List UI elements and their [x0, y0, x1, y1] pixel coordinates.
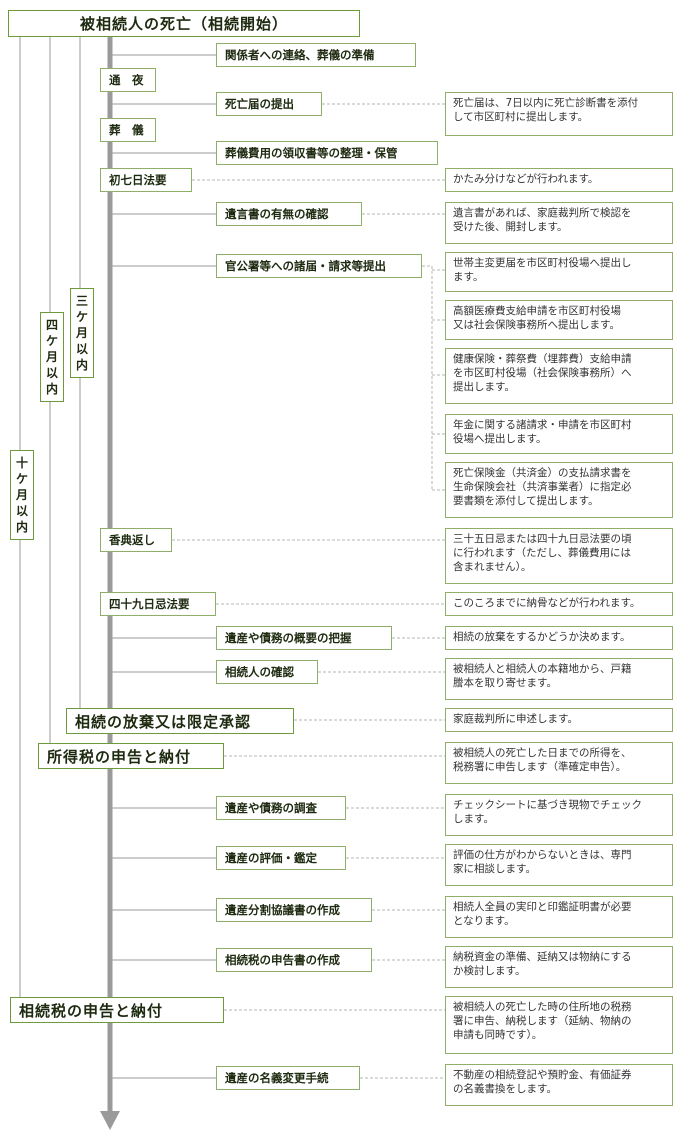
note-death-notice: 死亡届は、7日以内に死亡診断書を添付 して市区町村に提出します。 — [445, 92, 673, 136]
step-title-transfer: 遺産の名義変更手続 — [216, 1066, 360, 1090]
period-3-months: 三ケ月以内 — [70, 288, 94, 378]
step-renunciation: 相続の放棄又は限定承認 — [66, 708, 294, 734]
death-start-title: 被相続人の死亡（相続開始） — [8, 10, 360, 37]
step-assets-survey: 遺産や債務の調査 — [216, 796, 346, 820]
step-heirs-confirm: 相続人の確認 — [216, 660, 318, 684]
note-tax-return-prep: 納税資金の準備、延納又は物納にする か検討します。 — [445, 946, 673, 988]
note-seventh-day: かたみ分けなどが行われます。 — [445, 168, 673, 192]
note-filing-medical: 高額医療費支給申請を市区町村役場 又は社会保険事務所へ提出します。 — [445, 300, 673, 340]
timeline-arrow-head — [100, 1111, 120, 1130]
step-division-agreement: 遺産分割協議書の作成 — [216, 898, 372, 922]
note-assets-survey: チェックシートに基づき現物でチェック します。 — [445, 794, 673, 836]
period-10-months: 十ケ月以内 — [10, 450, 34, 540]
note-appraisal: 評価の仕方がわからないときは、専門 家に相談します。 — [445, 844, 673, 886]
note-title-transfer: 不動産の相続登記や預貯金、有価証券 の名義書換をします。 — [445, 1064, 673, 1106]
note-inheritance-tax: 被相続人の死亡した時の住所地の税務 署に申告、納税します（延納、物納の 申請も同… — [445, 996, 673, 1054]
step-seventh-day: 初七日法要 — [100, 168, 192, 192]
step-death-notice: 死亡届の提出 — [216, 92, 322, 116]
note-will-check: 遺言書があれば、家庭裁判所で検認を 受けた後、開封します。 — [445, 202, 673, 244]
step-return-gifts: 香典返し — [100, 528, 172, 552]
note-assets-overview: 相続の放棄をするかどうか決めます。 — [445, 626, 673, 650]
note-filing-householder: 世帯主変更届を市区町村役場へ提出し ます。 — [445, 252, 673, 292]
note-division-agreement: 相続人全員の実印と印鑑証明書が必要 となります。 — [445, 896, 673, 938]
note-filing-insurance: 健康保険・葬祭費（埋葬費）支給申請 を市区町村役場（社会保険事務所）へ 提出しま… — [445, 348, 673, 404]
note-49th-day: このころまでに納骨などが行われます。 — [445, 592, 673, 616]
period-4-months: 四ケ月以内 — [40, 312, 64, 402]
step-will-check: 遺言書の有無の確認 — [216, 202, 362, 226]
step-receipts: 葬儀費用の領収書等の整理・保管 — [216, 141, 438, 165]
note-return-gifts: 三十五日忌または四十九日忌法要の頃 に行われます（ただし、葬儀費用には 含まれま… — [445, 528, 673, 584]
step-wake: 通 夜 — [100, 68, 156, 92]
note-renunciation: 家庭裁判所に申述します。 — [445, 708, 673, 732]
step-income-tax: 所得税の申告と納付 — [38, 743, 224, 769]
step-49th-day: 四十九日忌法要 — [100, 592, 216, 616]
note-heirs-confirm: 被相続人と相続人の本籍地から、戸籍 謄本を取り寄せます。 — [445, 658, 673, 700]
step-assets-overview: 遺産や債務の概要の把握 — [216, 626, 392, 650]
step-government-filings: 官公署等への諸届・請求等提出 — [216, 254, 422, 278]
step-tax-return-prep: 相続税の申告書の作成 — [216, 948, 372, 972]
step-funeral: 葬 儀 — [100, 118, 156, 142]
note-income-tax: 被相続人の死亡した日までの所得を、 税務署に申告します（準確定申告）。 — [445, 742, 673, 784]
step-contact-preparation: 関係者への連絡、葬儀の準備 — [216, 43, 416, 67]
step-appraisal: 遺産の評価・鑑定 — [216, 846, 346, 870]
step-inheritance-tax: 相続税の申告と納付 — [10, 997, 224, 1023]
note-filing-pension: 年金に関する諸請求・申請を市区町村 役場へ提出します。 — [445, 414, 673, 454]
note-filing-life-insurance: 死亡保険金（共済金）の支払請求書を 生命保険会社（共済事業者）に指定必 要書類を… — [445, 462, 673, 518]
